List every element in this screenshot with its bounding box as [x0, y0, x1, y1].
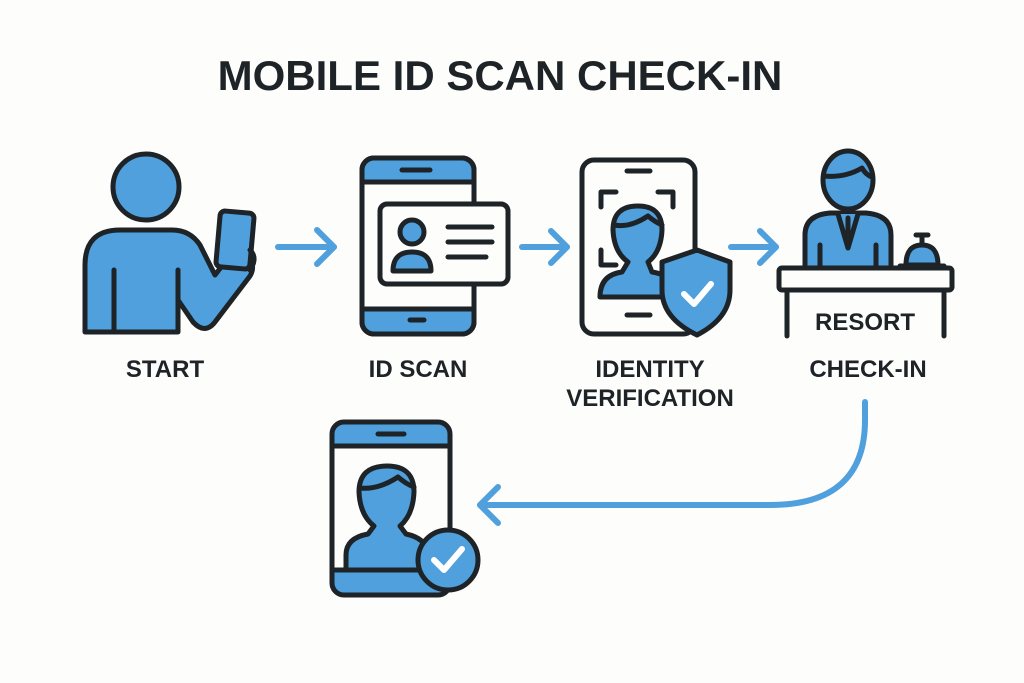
resort-sign: RESORT [815, 309, 915, 336]
phone-verified-user-icon [329, 419, 481, 598]
arrow-right-icon [519, 228, 570, 266]
arrow-right-icon [728, 228, 779, 266]
step-label-check-in: CHECK-IN [809, 356, 926, 383]
step-label-identity: IDENTITY [595, 356, 704, 383]
step-label-id-scan: ID SCAN [369, 356, 468, 383]
step-label-start: START [126, 356, 205, 383]
face-verification-shield-icon [579, 157, 733, 338]
arrow-right-icon [275, 227, 337, 267]
person-with-phone-icon [82, 151, 257, 335]
page-title: MOBILE ID SCAN CHECK-IN [218, 52, 783, 99]
resort-reception-desk-icon [776, 148, 955, 339]
curved-arrow-icon [477, 399, 868, 526]
step-label-verification: VERIFICATION [566, 385, 734, 412]
phone-id-card-icon [359, 155, 511, 337]
